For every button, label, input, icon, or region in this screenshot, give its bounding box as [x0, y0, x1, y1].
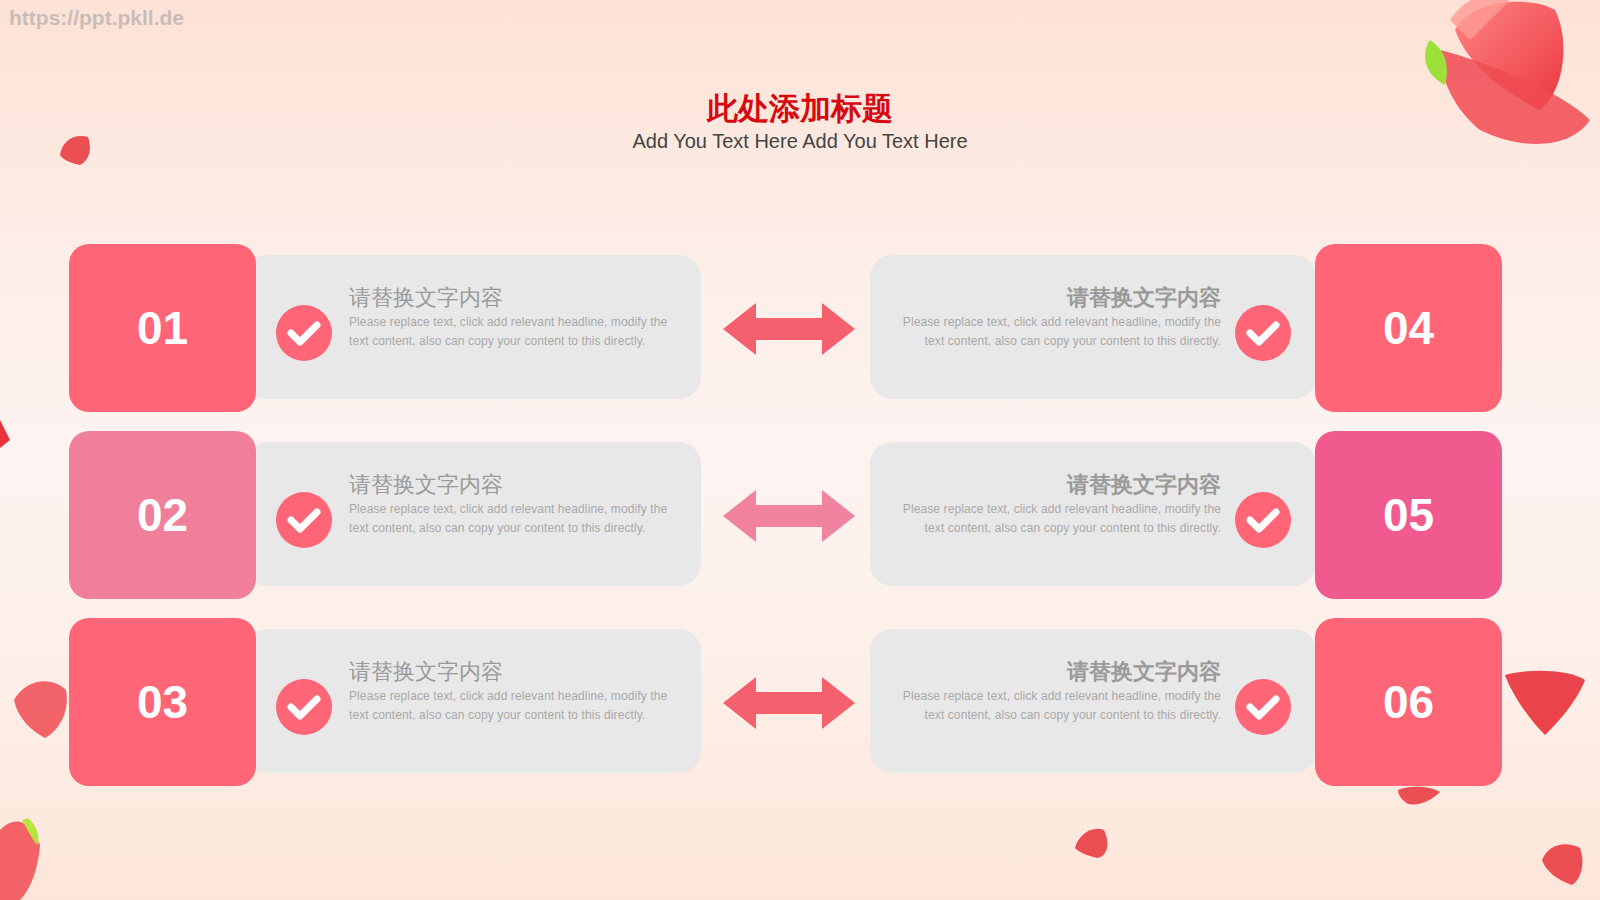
double-arrow [723, 490, 855, 542]
number-box: 02 [69, 431, 256, 599]
check-icon [1234, 678, 1292, 736]
watermark: https://ppt.pkll.de [9, 6, 184, 30]
content-box: 请替换文字内容Please replace text, click add re… [245, 255, 701, 399]
check-circle [276, 492, 332, 548]
check-icon [275, 491, 333, 549]
item-body: Please replace text, click add relevant … [349, 500, 671, 538]
check-mark [291, 699, 317, 716]
step-number: 02 [137, 488, 188, 542]
check-mark [1250, 325, 1276, 342]
slide-title: 此处添加标题 [0, 88, 1600, 130]
check-mark [291, 325, 317, 342]
content-box: 请替换文字内容Please replace text, click add re… [870, 255, 1316, 399]
double-arrow [723, 677, 855, 729]
check-mark [1250, 699, 1276, 716]
step-number: 06 [1383, 675, 1434, 729]
item-heading: 请替换文字内容 [349, 470, 671, 500]
number-box: 04 [1315, 244, 1502, 412]
check-icon [1234, 491, 1292, 549]
content-box: 请替换文字内容Please replace text, click add re… [870, 629, 1316, 773]
check-circle [276, 679, 332, 735]
item-heading: 请替换文字内容 [896, 470, 1221, 500]
step-number: 03 [137, 675, 188, 729]
number-box: 06 [1315, 618, 1502, 786]
check-circle [276, 305, 332, 361]
check-mark [291, 512, 317, 529]
item-heading: 请替换文字内容 [349, 657, 671, 687]
check-circle [1235, 305, 1291, 361]
item-body: Please replace text, click add relevant … [896, 313, 1221, 351]
check-icon [1234, 304, 1292, 362]
item-heading: 请替换文字内容 [896, 657, 1221, 687]
item-body: Please replace text, click add relevant … [896, 500, 1221, 538]
subtitle: Add You Text Here Add You Text Here [0, 130, 1600, 153]
number-box: 05 [1315, 431, 1502, 599]
item-heading: 请替换文字内容 [896, 283, 1221, 313]
item-body: Please replace text, click add relevant … [896, 687, 1221, 725]
check-circle [1235, 492, 1291, 548]
step-number: 01 [137, 301, 188, 355]
step-number: 04 [1383, 301, 1434, 355]
check-circle [1235, 679, 1291, 735]
double-arrow [723, 303, 855, 355]
check-icon [275, 678, 333, 736]
check-icon [275, 304, 333, 362]
content-box: 请替换文字内容Please replace text, click add re… [245, 629, 701, 773]
item-body: Please replace text, click add relevant … [349, 313, 671, 351]
step-number: 05 [1383, 488, 1434, 542]
number-box: 01 [69, 244, 256, 412]
item-heading: 请替换文字内容 [349, 283, 671, 313]
item-body: Please replace text, click add relevant … [349, 687, 671, 725]
content-box: 请替换文字内容Please replace text, click add re… [870, 442, 1316, 586]
number-box: 03 [69, 618, 256, 786]
check-mark [1250, 512, 1276, 529]
flower [1425, 0, 1590, 144]
content-box: 请替换文字内容Please replace text, click add re… [245, 442, 701, 586]
